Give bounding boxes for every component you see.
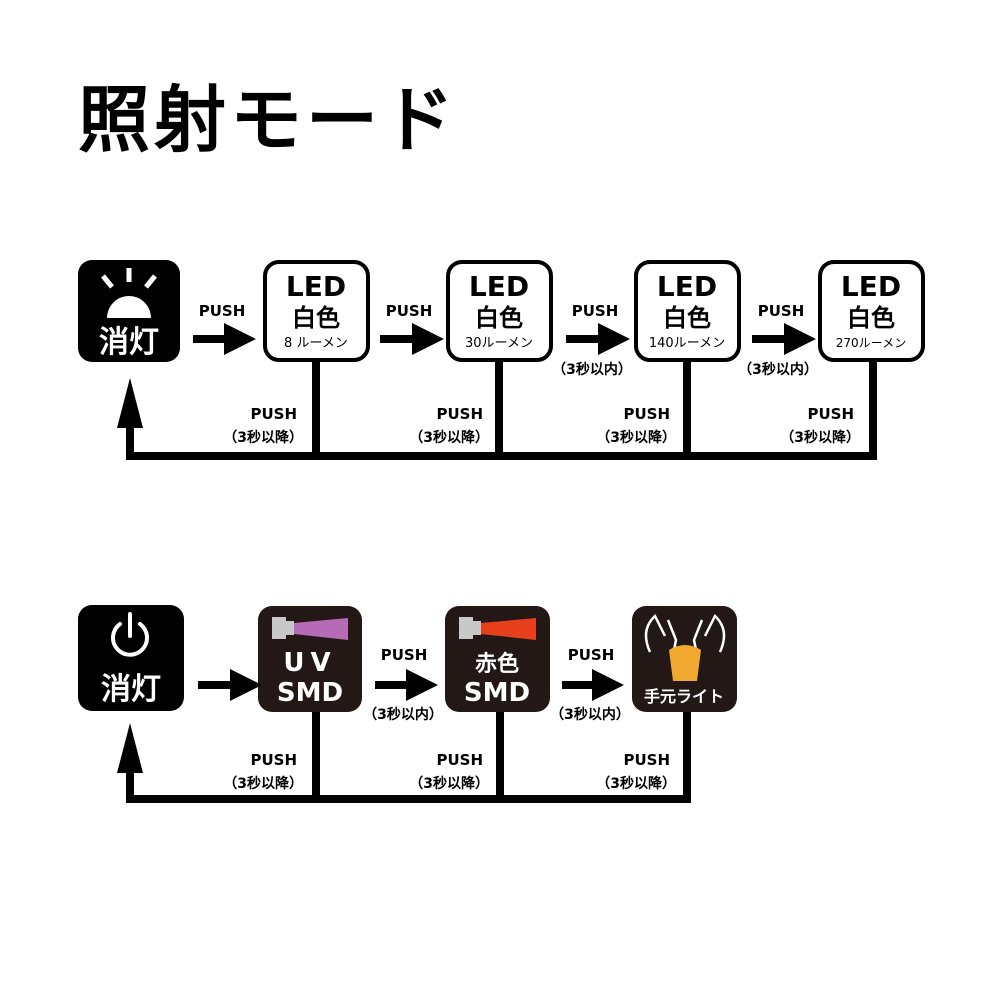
return-path [126, 362, 877, 460]
red-led-icon [459, 617, 536, 640]
led-mode-box-3: LED 白色 140ルーメン [634, 260, 741, 362]
push-label: PUSH [381, 646, 428, 664]
arrow-up-icon [117, 723, 143, 773]
mode-line2: 白色 [847, 304, 895, 332]
return-path [126, 712, 691, 803]
push-label: PUSH [623, 751, 670, 769]
light-off-icon [101, 268, 157, 318]
led-mode-box-1: LED 白色 8 ルーメン [263, 260, 370, 362]
push-label: PUSH [250, 751, 297, 769]
mode-lumens: 140ルーメン [649, 336, 725, 351]
page-title: 照射モード [78, 78, 458, 162]
push-label: PUSH [436, 751, 483, 769]
push-label: PUSH [436, 405, 483, 423]
mode-line1: LED [469, 270, 529, 303]
mode-line2: SMD [277, 678, 343, 708]
arrow-up-icon [117, 378, 143, 428]
push-label: PUSH [623, 405, 670, 423]
push-label: PUSH [199, 302, 246, 320]
push-label: PUSH [572, 302, 619, 320]
after-3s-label: （3秒以降） [596, 775, 676, 792]
push-label: PUSH [250, 405, 297, 423]
mode-line1: LED [286, 270, 346, 303]
push-label: PUSH [386, 302, 433, 320]
mode-line1: 赤色 [475, 651, 519, 677]
mode-line2: 白色 [663, 304, 711, 332]
push-label: PUSH [568, 646, 615, 664]
off-box: 消灯 [78, 260, 180, 362]
led-mode-box-2: LED 白色 30ルーメン [446, 260, 553, 362]
mode-lumens: 8 ルーメン [284, 336, 348, 351]
within-3s-label: （3秒以内） [550, 706, 630, 723]
after-3s-label: （3秒以降） [409, 775, 489, 792]
mode-line2: 白色 [292, 304, 340, 332]
uv-led-icon [272, 617, 348, 640]
led-mode-box-4: LED 白色 270ルーメン [818, 260, 925, 362]
mode-line2: 白色 [475, 304, 523, 332]
mode-lumens: 30ルーメン [465, 336, 533, 351]
push-label: PUSH [807, 405, 854, 423]
mode-lumens: 270ルーメン [836, 336, 906, 350]
mode-line1: UV [283, 648, 336, 678]
hand-light-box: 手元ライト [632, 606, 737, 712]
hand-light-icon [644, 613, 726, 681]
mode-line2: SMD [464, 678, 530, 708]
red-smd-box: 赤色 SMD [445, 606, 550, 712]
after-3s-label: （3秒以降） [409, 429, 489, 446]
within-3s-label: （3秒以内） [738, 361, 818, 378]
push-label: PUSH [758, 302, 805, 320]
after-3s-label: （3秒以降） [223, 775, 303, 792]
after-3s-label: （3秒以降） [223, 429, 303, 446]
mode-line1: 手元ライト [644, 687, 724, 706]
row-smd: 消灯 UV SMD 赤色 SMD [78, 605, 737, 803]
after-3s-label: （3秒以降） [596, 429, 676, 446]
off-label: 消灯 [99, 325, 159, 360]
mode-line1: LED [841, 270, 901, 303]
power-icon [111, 612, 149, 657]
row-white-led: 消灯 LED 白色 8 ルーメン LED 白色 30ルーメン LED 白色 14… [78, 260, 925, 460]
after-3s-label: （3秒以降） [780, 429, 860, 446]
off-box-2: 消灯 [78, 605, 184, 711]
uv-smd-box: UV SMD [258, 606, 362, 712]
within-3s-label: （3秒以内） [363, 706, 443, 723]
off-label: 消灯 [101, 672, 161, 707]
mode-line1: LED [657, 270, 717, 303]
within-3s-label: （3秒以内） [552, 361, 632, 378]
